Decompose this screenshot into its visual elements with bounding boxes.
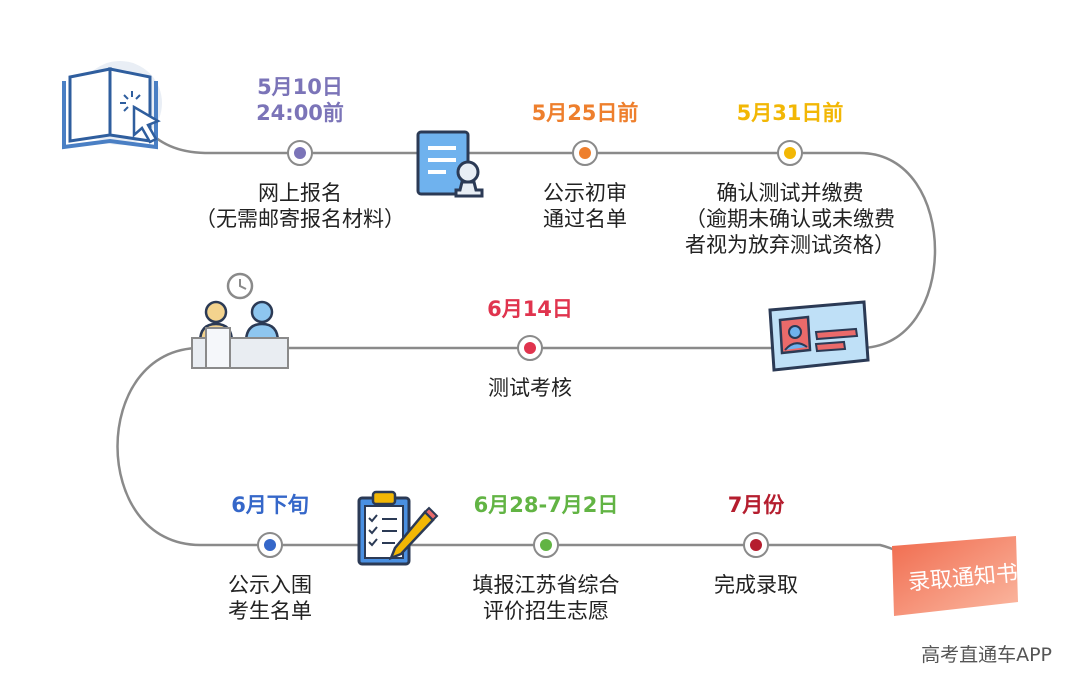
- milestone-date-line: 6月28-7月2日: [473, 493, 619, 517]
- milestone-desc-5: 公示入围考生名单: [228, 572, 312, 624]
- milestone-node-6: [533, 532, 559, 558]
- milestone-date-line: 5月25日前: [531, 101, 639, 125]
- milestone-node-3: [777, 140, 803, 166]
- milestone-desc-line: 通过名单: [543, 207, 627, 231]
- watermark: 高考直通车APP: [921, 644, 1052, 666]
- milestone-desc-line: 网上报名: [258, 181, 342, 205]
- milestone-node-1: [287, 140, 313, 166]
- milestone-node-2: [572, 140, 598, 166]
- milestone-desc-3: 确认测试并缴费（逾期未确认或未缴费者视为放弃测试资格）: [685, 180, 895, 258]
- milestone-dot: [524, 342, 536, 354]
- milestone-dot: [579, 147, 591, 159]
- milestone-dot: [784, 147, 796, 159]
- document-stamp-icon: [416, 130, 484, 198]
- milestone-dot: [264, 539, 276, 551]
- milestone-date-line: 24:00前: [256, 101, 344, 125]
- milestone-date-6: 6月28-7月2日: [474, 492, 619, 518]
- milestone-date-line: 7月份: [727, 493, 785, 517]
- milestone-date-2: 5月25日前: [532, 100, 639, 126]
- milestone-node-4: [517, 335, 543, 361]
- milestone-node-7: [743, 532, 769, 558]
- milestone-desc-1: 网上报名（无需邮寄报名材料）: [195, 180, 405, 232]
- milestone-dot: [294, 147, 306, 159]
- milestone-date-line: 6月14日: [487, 297, 573, 321]
- milestone-desc-line: 填报江苏省综合: [472, 573, 620, 597]
- milestone-desc-line: （无需邮寄报名材料）: [195, 207, 405, 231]
- milestone-date-3: 5月31日前: [737, 100, 844, 126]
- milestone-desc-4: 测试考核: [488, 375, 572, 401]
- milestone-desc-line: （逾期未确认或未缴费: [685, 207, 895, 231]
- milestone-desc-line: 者视为放弃测试资格）: [685, 233, 895, 257]
- clipboard-pencil-icon: [357, 490, 439, 566]
- milestone-dot: [750, 539, 762, 551]
- milestone-desc-6: 填报江苏省综合评价招生志愿: [473, 572, 620, 624]
- admission-letter-icon: 录取通知书: [892, 536, 1019, 616]
- milestone-desc-line: 公示初审: [543, 181, 627, 205]
- milestone-date-4: 6月14日: [487, 296, 573, 322]
- interview-desk-icon: [191, 272, 289, 369]
- milestone-date-5: 6月下旬: [231, 492, 309, 518]
- milestone-dot: [540, 539, 552, 551]
- milestone-node-5: [257, 532, 283, 558]
- milestone-date-7: 7月份: [728, 492, 785, 518]
- milestone-date-line: 6月下旬: [231, 493, 309, 517]
- milestone-desc-line: 完成录取: [714, 573, 798, 597]
- milestone-desc-line: 确认测试并缴费: [716, 181, 864, 205]
- milestone-desc-line: 考生名单: [228, 599, 312, 623]
- milestone-desc-2: 公示初审通过名单: [543, 180, 627, 232]
- book-icon: [62, 61, 162, 150]
- milestone-desc-line: 公示入围: [228, 573, 312, 597]
- milestone-date-line: 5月10日: [257, 75, 343, 99]
- milestone-desc-line: 评价招生志愿: [483, 599, 609, 623]
- id-card-icon: [768, 300, 870, 372]
- milestone-date-line: 5月31日前: [736, 101, 844, 125]
- milestone-desc-line: 测试考核: [488, 376, 572, 400]
- milestone-desc-7: 完成录取: [714, 572, 798, 598]
